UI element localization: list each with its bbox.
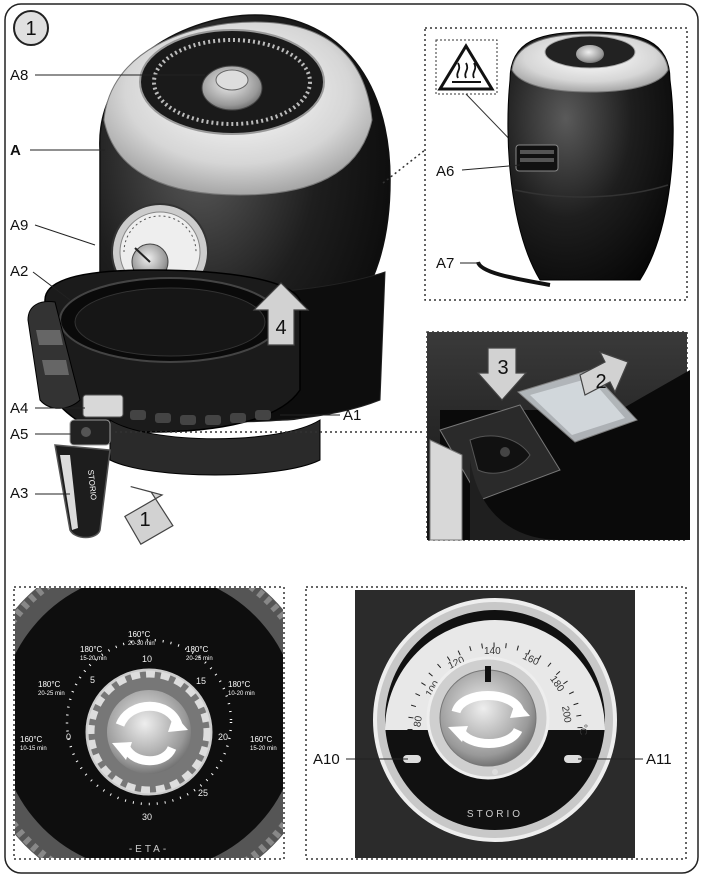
timer-num-25: 25: [198, 788, 208, 798]
inset-temperature-dial: 80 100 120 140 160 180 200 °C STORIO A10…: [305, 586, 687, 860]
label-a1: A1: [343, 407, 361, 424]
label-a10: A10: [313, 751, 340, 768]
step-4-label: 4: [275, 317, 286, 339]
indicator-light-left: [403, 755, 421, 763]
step-4-arrow: 4: [252, 282, 310, 346]
handle-button-cover[interactable]: [82, 394, 124, 418]
step-1-label: 1: [139, 509, 150, 531]
preset-6-time: 10-15 min: [20, 746, 47, 752]
timer-preset-5: 180°C 10-20 min: [228, 680, 255, 697]
timer-num-20: 20: [218, 732, 228, 742]
step-2-arrow: 2: [579, 350, 629, 396]
temp-brand: STORIO: [467, 809, 523, 820]
timer-num-30: 30: [142, 812, 152, 822]
label-a4: A4: [10, 400, 28, 417]
temp-unit: °C: [577, 724, 588, 735]
temp-num-200: 200: [559, 705, 573, 724]
label-a5: A5: [10, 426, 28, 443]
preset-4-temp: 180°C: [38, 680, 61, 689]
timer-num-0: 0: [66, 732, 71, 742]
label-a7: A7: [436, 255, 454, 272]
preset-5-time: 10-20 min: [228, 691, 255, 697]
timer-preset-6: 160°C 10-15 min: [20, 735, 47, 752]
inset-back-view: A6 A7: [424, 27, 688, 301]
step-1-arrow: 1: [124, 485, 174, 545]
timer-num-15: 15: [196, 676, 206, 686]
preset-7-time: 15-20 min: [250, 746, 277, 752]
hot-surface-warning-icon: [435, 39, 498, 95]
preset-1-temp: 160°C: [128, 630, 151, 639]
safety-slider-cover[interactable]: [516, 369, 638, 443]
main-callouts: A8 A A9 A2 A4 A5 A3 A1: [10, 67, 361, 502]
timer-preset-3: 180°C 20-25 min: [186, 645, 213, 662]
label-a2: A2: [10, 263, 28, 280]
label-a9: A9: [10, 217, 28, 234]
label-a11: A11: [646, 751, 672, 768]
timer-preset-1: 160°C 20-30 min: [128, 630, 155, 647]
timer-preset-4: 180°C 20-25 min: [38, 680, 65, 697]
timer-num-5: 5: [90, 675, 95, 685]
preset-7-temp: 160°C: [250, 735, 273, 744]
inset-timer-dial: 0 5 10 15 20 25 30 160°C 20-30 min 180°C…: [13, 586, 285, 860]
basket-drawer[interactable]: [27, 269, 301, 433]
step-3-label: 3: [497, 357, 508, 379]
preset-2-time: 15-20 min: [80, 656, 107, 662]
preset-5-temp: 180°C: [228, 680, 251, 689]
power-cord: [476, 261, 551, 287]
label-a: A: [10, 142, 21, 159]
step-2-label: 2: [595, 371, 606, 393]
temp-num-140: 140: [484, 646, 501, 657]
timer-brand: -ETA-: [129, 844, 169, 855]
step-3-arrow: 3: [476, 347, 528, 401]
timer-preset-7: 160°C 15-20 min: [250, 735, 277, 752]
preset-6-temp: 160°C: [20, 735, 43, 744]
preset-4-time: 20-25 min: [38, 691, 65, 697]
inset-handle-closeup: 3 2: [426, 331, 690, 541]
air-fryer-main: STORIO 4 1: [27, 14, 391, 545]
label-a8: A8: [10, 67, 28, 84]
figure-number-badge: 1: [13, 10, 49, 46]
temperature-knob[interactable]: [426, 656, 550, 780]
preset-3-time: 20-25 min: [186, 656, 213, 662]
handle-brand-text: STORIO: [86, 469, 98, 500]
label-a3: A3: [10, 485, 28, 502]
preset-2-temp: 180°C: [80, 645, 103, 654]
preset-1-time: 20-30 min: [128, 641, 155, 647]
indicator-light-right: [564, 755, 582, 763]
preset-3-temp: 180°C: [186, 645, 209, 654]
outer-border: [4, 3, 699, 874]
figure-number: 1: [25, 18, 36, 40]
label-a6: A6: [436, 163, 454, 180]
timer-num-10: 10: [142, 654, 152, 664]
timer-preset-2: 180°C 15-20 min: [80, 645, 107, 662]
temp-num-80: 80: [412, 715, 425, 728]
basket-handle[interactable]: STORIO: [54, 394, 124, 539]
